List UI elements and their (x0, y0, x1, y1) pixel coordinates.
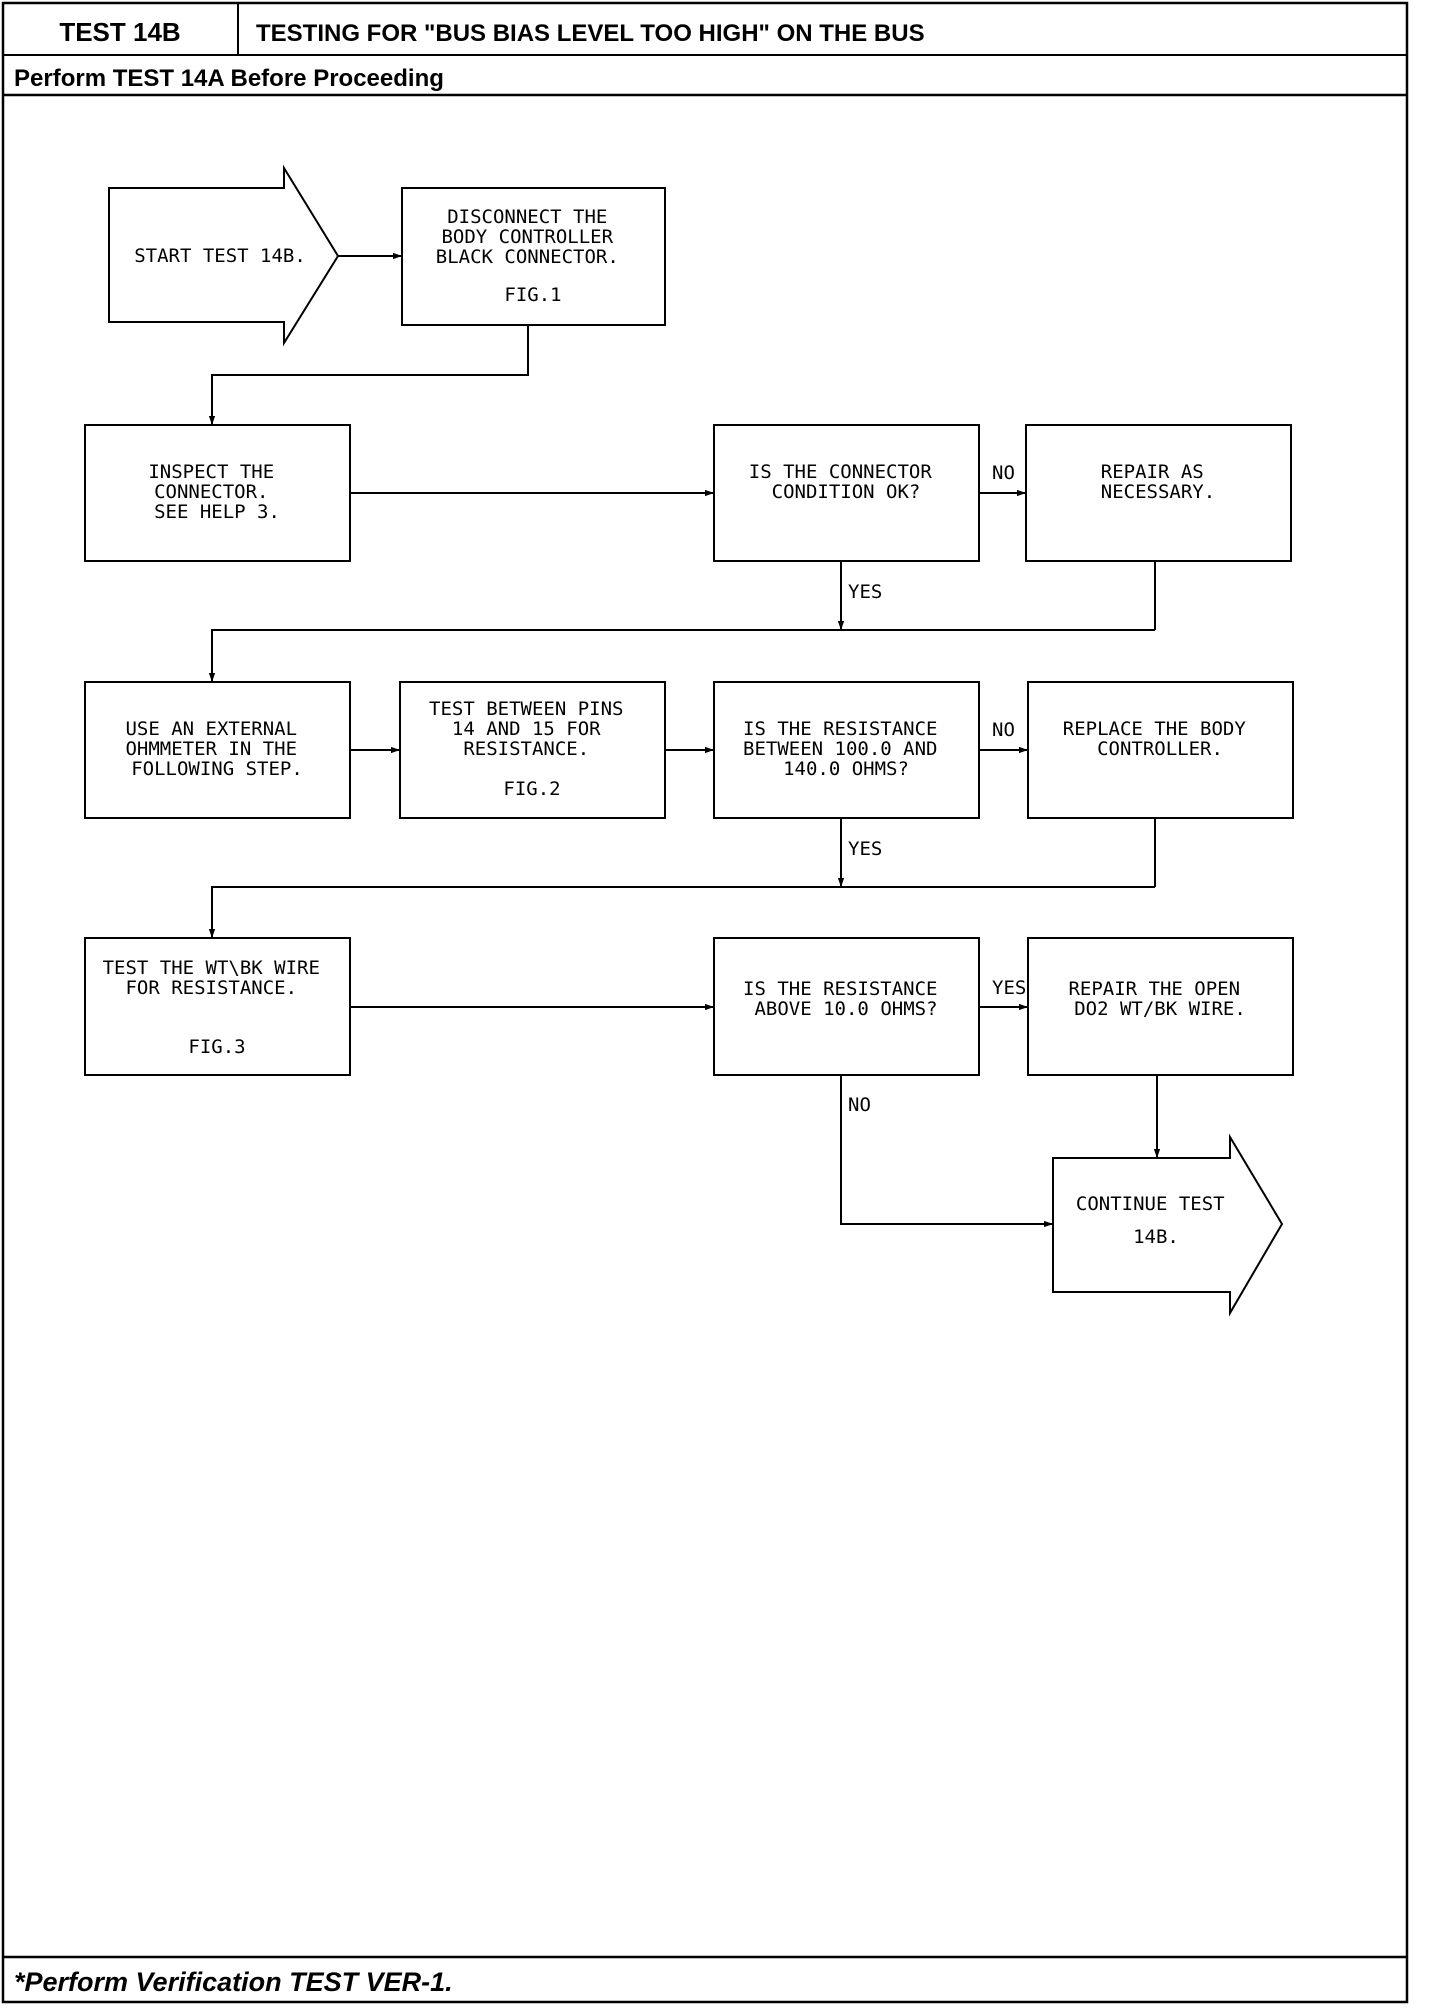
inspect-text: INSPECT THE CONNECTOR. SEE HELP 3. (148, 461, 285, 523)
label-no-2: NO (992, 719, 1015, 741)
inspect-box (84, 424, 351, 562)
continue-arrow-shape (1052, 1133, 1284, 1317)
use-ohmmeter-text: USE AN EXTERNAL OHMMETER IN THE FOLLOWIN… (125, 718, 308, 780)
repair-as-necessary-text: REPAIR AS NECESSARY. (1101, 461, 1215, 503)
use-ohmmeter-box (84, 681, 351, 819)
verification-note: *Perform Verification TEST VER-1. (14, 1967, 453, 1997)
resistance-range-text: IS THE RESISTANCE BETWEEN 100.0 AND 140.… (743, 718, 949, 780)
connector-merge-to-test-wire (208, 886, 1155, 938)
test-wire-text: TEST THE WT\BK WIRE FOR RESISTANCE. FIG.… (103, 957, 332, 1058)
replace-controller-text: REPLACE THE BODY CONTROLLER. (1063, 718, 1257, 760)
connector-disconnect-to-inspect (208, 325, 529, 425)
test-pins-text: TEST BETWEEN PINS 14 AND 15 FOR RESISTAN… (429, 698, 635, 800)
test-id: TEST 14B (59, 17, 180, 47)
label-no-1: NO (992, 462, 1015, 484)
replace-controller-box (1027, 681, 1294, 819)
page-title: TESTING FOR "BUS BIAS LEVEL TOO HIGH" ON… (256, 20, 925, 47)
test-pins-box (399, 681, 666, 819)
resistance-above-text: IS THE RESISTANCE ABOVE 10.0 OHMS? (743, 978, 949, 1020)
connector-no-to-continue (840, 1075, 1053, 1228)
label-yes-1: YES (848, 581, 882, 603)
label-yes-3: YES (992, 977, 1026, 999)
repair-as-necessary-box (1025, 424, 1292, 562)
connector-condition-text: IS THE CONNECTOR CONDITION OK? (749, 461, 943, 503)
repair-open-box (1027, 937, 1294, 1076)
label-no-3: NO (848, 1094, 871, 1116)
outer-frame (1, 1, 1409, 2004)
connector-merge-to-ohmmeter (208, 629, 1155, 682)
prerequisite-note: Perform TEST 14A Before Proceeding (14, 65, 444, 92)
connector-condition-box (713, 424, 980, 562)
start-text: START TEST 14B. (134, 245, 306, 267)
continue-text: CONTINUE TEST 14B. (1076, 1193, 1236, 1248)
test-wire-box (84, 937, 351, 1076)
repair-open-text: REPAIR THE OPEN DO2 WT/BK WIRE. (1068, 978, 1251, 1020)
start-arrow-shape (108, 164, 340, 347)
label-yes-2: YES (848, 838, 882, 860)
disconnect-text: DISCONNECT THE BODY CONTROLLER BLACK CON… (436, 206, 630, 306)
